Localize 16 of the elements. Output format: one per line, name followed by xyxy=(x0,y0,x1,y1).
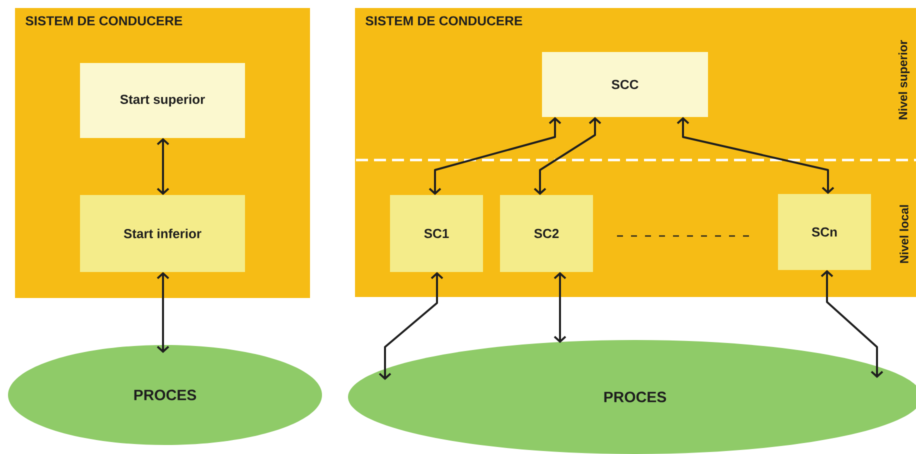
level-label: Nivel superior xyxy=(898,40,910,120)
arrow xyxy=(554,272,566,343)
arrow xyxy=(820,270,884,378)
arrow xyxy=(676,117,834,194)
controller-box: Start superior xyxy=(80,63,245,138)
controller-box: SC1 xyxy=(390,195,483,272)
arrow xyxy=(534,117,602,195)
arrow xyxy=(156,138,170,195)
controller-box: SCn xyxy=(778,194,871,270)
level-label: Nivel local xyxy=(900,205,908,263)
arrow xyxy=(378,272,444,380)
controller-box: SC2 xyxy=(500,195,593,272)
controller-box: Start inferior xyxy=(80,195,245,272)
controller-box: SCC xyxy=(542,52,708,117)
arrow xyxy=(156,272,170,353)
arrow xyxy=(428,117,562,195)
